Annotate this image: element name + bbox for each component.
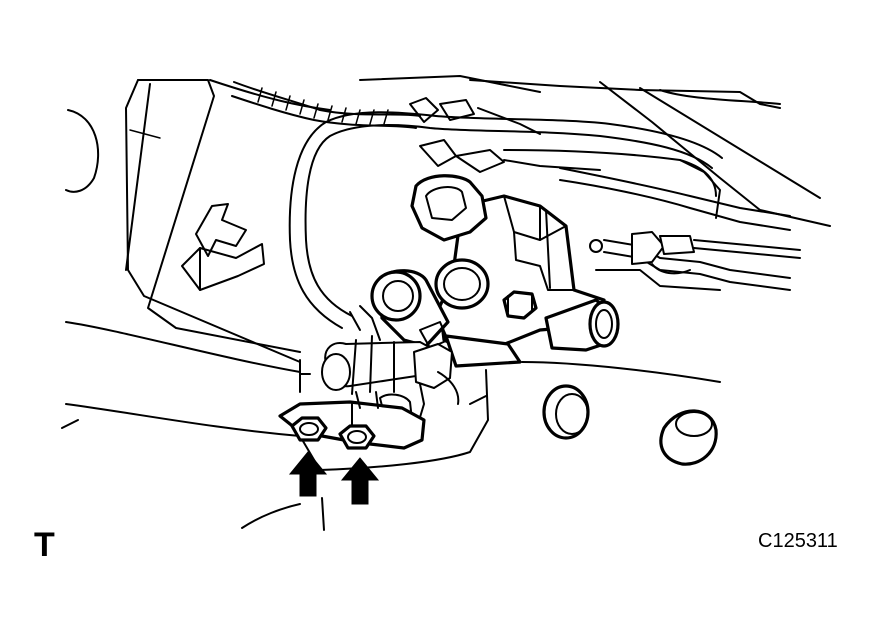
bolt-left — [290, 416, 328, 442]
leader-lines — [241, 497, 325, 531]
cable-loop — [288, 111, 723, 329]
view-direction-label: T — [34, 526, 55, 564]
wire-harness — [231, 81, 721, 219]
harness-clip — [181, 203, 265, 291]
control-cables — [559, 167, 801, 291]
figure-code: C125311 — [758, 530, 838, 552]
arrow-left — [288, 451, 328, 497]
arrow-right — [340, 457, 380, 505]
body-plugs — [542, 384, 718, 466]
bolt-right — [338, 424, 376, 450]
water-valve-assembly — [370, 174, 620, 368]
